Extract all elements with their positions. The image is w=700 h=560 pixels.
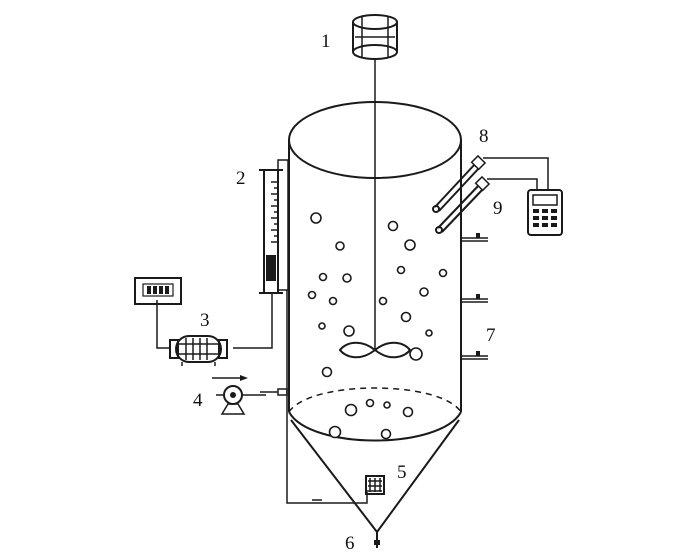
- bubble: [344, 403, 358, 417]
- label-3: 3: [200, 310, 210, 331]
- diffuser: [365, 475, 385, 495]
- bubble: [438, 268, 448, 278]
- label-9: 9: [493, 198, 503, 219]
- gas-piping: [156, 290, 368, 504]
- gas-bubbles: [307, 212, 448, 440]
- sampling-port: [461, 233, 488, 242]
- impeller: [338, 341, 412, 359]
- bubble: [343, 325, 355, 337]
- rotameter: [259, 159, 289, 294]
- air-compressor: [134, 277, 228, 366]
- bubble: [396, 265, 406, 275]
- bubble: [402, 406, 414, 418]
- reactor-vessel: [288, 101, 462, 533]
- sampling-ports: [461, 233, 488, 360]
- bubble: [387, 220, 399, 232]
- bubble: [318, 272, 328, 282]
- bubble: [318, 322, 326, 330]
- bubble: [378, 296, 388, 306]
- label-2: 2: [236, 168, 246, 189]
- probe-9: [435, 175, 538, 234]
- bubble: [328, 296, 338, 306]
- stirrer-motor: [352, 14, 398, 60]
- label-7: 7: [486, 325, 496, 346]
- bubble: [409, 347, 423, 361]
- label-5: 5: [397, 462, 407, 483]
- label-6: 6: [345, 533, 355, 554]
- label-4: 4: [193, 390, 203, 411]
- bubble: [425, 329, 433, 337]
- label-8: 8: [479, 126, 489, 147]
- bubble: [383, 401, 391, 409]
- drain-valve: [374, 532, 380, 548]
- bubble: [404, 239, 416, 251]
- sampling-port: [461, 351, 488, 360]
- bubble: [419, 287, 429, 297]
- sampling-port: [461, 294, 488, 303]
- label-1: 1: [321, 31, 331, 52]
- probe-8: [432, 154, 549, 213]
- monitor-meter: [527, 189, 563, 236]
- bubble: [365, 398, 375, 408]
- feed-pump: [216, 385, 288, 415]
- bubble: [321, 366, 333, 378]
- bubble: [400, 311, 412, 323]
- bubble: [342, 273, 352, 283]
- bubble: [380, 428, 392, 440]
- bubble: [328, 425, 342, 439]
- bubble: [335, 241, 345, 251]
- bubble: [307, 290, 317, 300]
- bubble: [310, 212, 322, 224]
- flow-arrow: [212, 375, 248, 381]
